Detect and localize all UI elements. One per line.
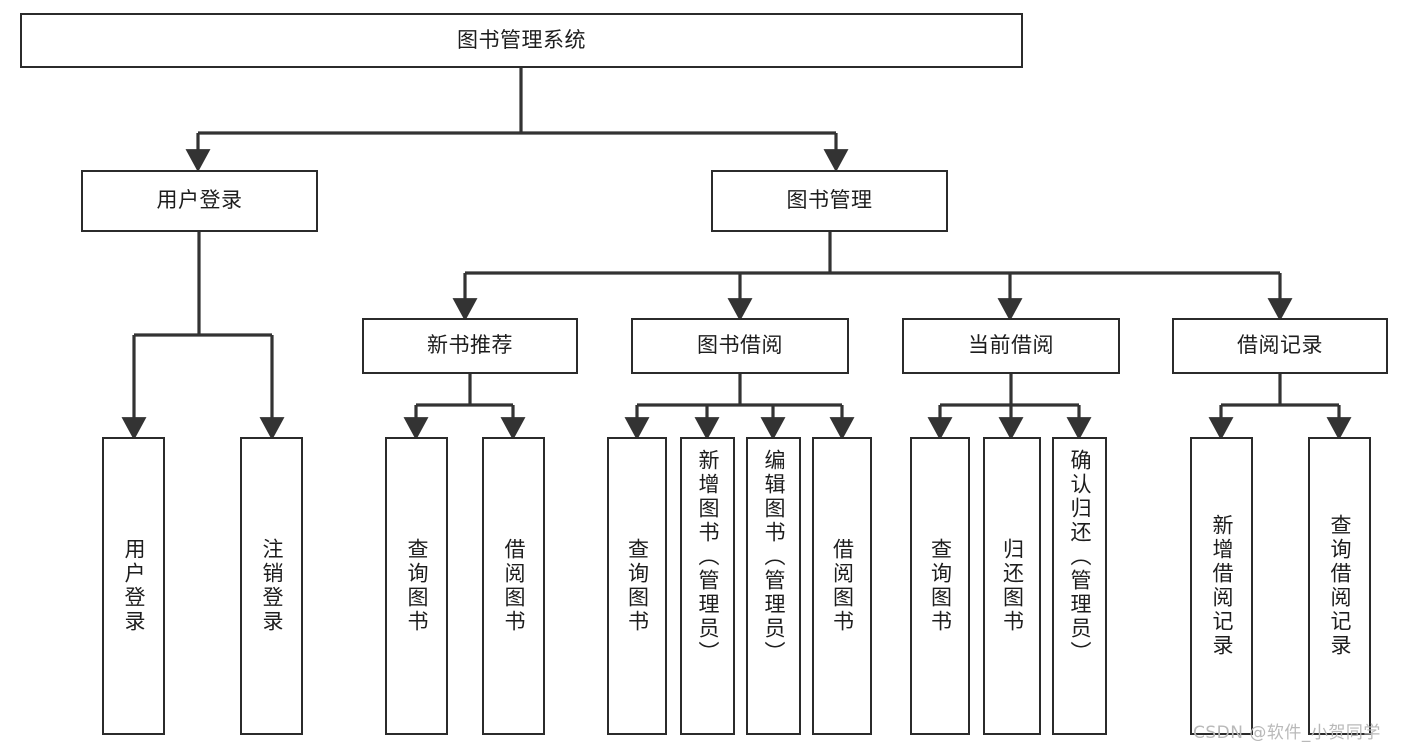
node-leaf-borrow-book-2-label: 借阅图书 (830, 538, 855, 634)
node-leaf-query-borrow-record-label: 查询借阅记录 (1328, 514, 1352, 658)
node-root[interactable]: 图书管理系统 (20, 13, 1023, 68)
node-new-book-recommend-label: 新书推荐 (427, 333, 513, 358)
node-leaf-query-book-3-label: 查询图书 (928, 538, 953, 634)
node-leaf-user-login[interactable]: 用户登录 (102, 437, 165, 735)
node-root-label: 图书管理系统 (457, 27, 586, 52)
node-book-manage-label: 图书管理 (786, 188, 873, 213)
node-user-login[interactable]: 用户登录 (81, 170, 318, 232)
node-current-borrow-label: 当前借阅 (968, 333, 1054, 358)
node-leaf-add-borrow-record-label: 新增借阅记录 (1210, 514, 1234, 658)
node-leaf-add-book-admin-label: 新增图书（管理员） (696, 449, 720, 665)
node-book-borrow[interactable]: 图书借阅 (631, 318, 849, 374)
node-leaf-borrow-book-2[interactable]: 借阅图书 (812, 437, 872, 735)
node-leaf-add-borrow-record[interactable]: 新增借阅记录 (1190, 437, 1253, 735)
node-leaf-query-book-1-label: 查询图书 (405, 538, 429, 634)
node-book-manage[interactable]: 图书管理 (711, 170, 948, 232)
node-user-login-label: 用户登录 (156, 188, 243, 213)
node-leaf-borrow-book-1[interactable]: 借阅图书 (482, 437, 545, 735)
node-current-borrow[interactable]: 当前借阅 (902, 318, 1120, 374)
node-leaf-edit-book-admin-label: 编辑图书（管理员） (762, 449, 786, 665)
node-book-borrow-label: 图书借阅 (697, 333, 783, 358)
node-leaf-return-book[interactable]: 归还图书 (983, 437, 1041, 735)
node-borrow-record-label: 借阅记录 (1237, 333, 1323, 358)
node-leaf-query-book-3[interactable]: 查询图书 (910, 437, 970, 735)
node-borrow-record[interactable]: 借阅记录 (1172, 318, 1388, 374)
node-leaf-add-book-admin[interactable]: 新增图书（管理员） (680, 437, 735, 735)
node-leaf-borrow-book-1-label: 借阅图书 (502, 538, 526, 634)
node-leaf-query-book-2-label: 查询图书 (625, 538, 650, 634)
node-leaf-query-book-2[interactable]: 查询图书 (607, 437, 667, 735)
node-leaf-user-login-label: 用户登录 (122, 538, 146, 634)
csdn-watermark: CSDN @软件_小贺同学 (1193, 723, 1381, 743)
node-leaf-confirm-return-admin-label: 确认归还（管理员） (1068, 449, 1092, 665)
node-leaf-confirm-return-admin[interactable]: 确认归还（管理员） (1052, 437, 1107, 735)
node-leaf-query-borrow-record[interactable]: 查询借阅记录 (1308, 437, 1371, 735)
node-new-book-recommend[interactable]: 新书推荐 (362, 318, 578, 374)
node-leaf-logout-login[interactable]: 注销登录 (240, 437, 303, 735)
node-leaf-edit-book-admin[interactable]: 编辑图书（管理员） (746, 437, 801, 735)
node-leaf-query-book-1[interactable]: 查询图书 (385, 437, 448, 735)
node-leaf-logout-login-label: 注销登录 (260, 538, 284, 634)
node-leaf-return-book-label: 归还图书 (1000, 538, 1025, 634)
